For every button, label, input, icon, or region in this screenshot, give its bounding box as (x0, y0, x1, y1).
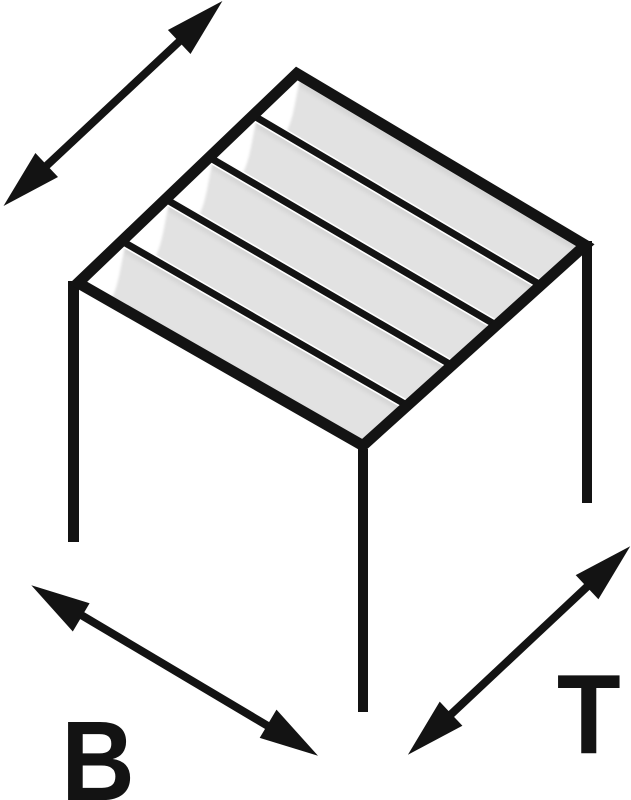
svg-text:T: T (557, 653, 621, 779)
svg-text:B: B (61, 698, 134, 800)
